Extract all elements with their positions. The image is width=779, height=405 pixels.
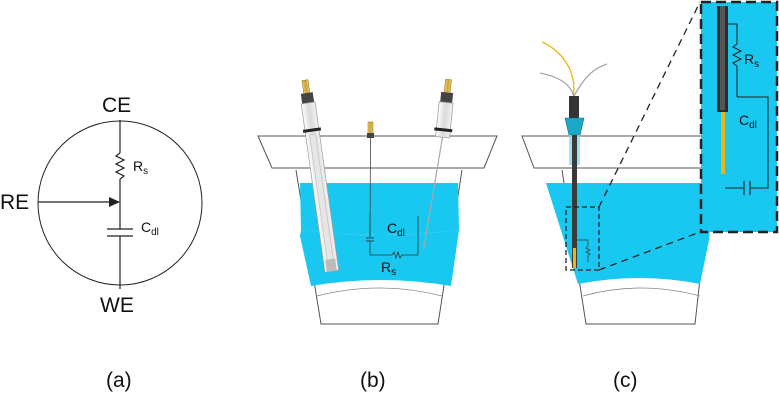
right-electrode-b	[423, 78, 454, 249]
inset-electrode-tip	[721, 112, 725, 174]
center-electrode-cap	[367, 133, 374, 138]
re-arrow-head	[109, 197, 120, 207]
right-electrode-cap	[440, 91, 454, 104]
inset-loop	[737, 96, 769, 189]
label-cdl-b: Cdl	[387, 220, 405, 239]
inset-panel	[699, 0, 779, 234]
electrolyte-b	[300, 230, 459, 286]
left-electrode-frit	[325, 258, 337, 272]
probe-shaft	[572, 135, 577, 268]
electrolyte-top-b	[300, 183, 459, 235]
zoom-region-box	[565, 206, 600, 271]
caption-b: (b)	[360, 369, 386, 392]
beaker-base-b	[316, 287, 443, 297]
zoom-line-bottom	[598, 231, 701, 271]
label-ce: CE	[102, 94, 131, 117]
electrolyte-c	[546, 183, 714, 284]
center-electrode-tip	[367, 121, 374, 135]
panel-b-beaker: Cdl Rs (b)	[257, 78, 498, 392]
right-electrode-body	[435, 101, 454, 139]
right-electrode-ring	[434, 127, 453, 133]
inset-circuit-top	[728, 23, 738, 44]
label-we: WE	[100, 294, 134, 317]
cable-gray-1	[572, 63, 608, 99]
probe-handle	[569, 96, 579, 118]
caption-c: (c)	[613, 369, 638, 392]
left-electrode-ring	[302, 127, 322, 133]
probe-connector	[564, 117, 585, 136]
label-rs-a: Rs	[133, 158, 148, 177]
label-cdl-c: Cdl	[739, 112, 757, 131]
zoom-line-top	[598, 1, 701, 208]
resistor-rs	[114, 152, 126, 180]
inset-resistor	[731, 43, 743, 67]
probe-tip	[573, 248, 576, 268]
caption-a: (a)	[106, 369, 132, 392]
panel-a-circuit: CE Rs RE Cdl WE (a)	[0, 94, 203, 392]
beaker-base-c	[582, 287, 701, 297]
cable-yellow	[541, 41, 575, 99]
label-rs-b: Rs	[381, 259, 396, 278]
left-electrode-b	[300, 79, 340, 273]
right-electrode-tip	[443, 78, 452, 95]
beaker-rim-b	[257, 135, 498, 169]
left-electrode-cap	[300, 92, 315, 104]
cable-gray-2	[539, 72, 575, 99]
label-rs-c: Rs	[744, 51, 759, 70]
panel-c-beaker: Rs Cdl (c)	[521, 0, 779, 392]
right-electrode-wire	[423, 137, 444, 249]
left-electrode-tip	[301, 79, 311, 95]
inset-electrode-core	[720, 6, 725, 110]
rs-circuit-b	[369, 216, 419, 260]
probe-mini-circuit	[577, 239, 591, 262]
label-re: RE	[0, 191, 29, 214]
label-cdl-a: Cdl	[141, 219, 159, 238]
